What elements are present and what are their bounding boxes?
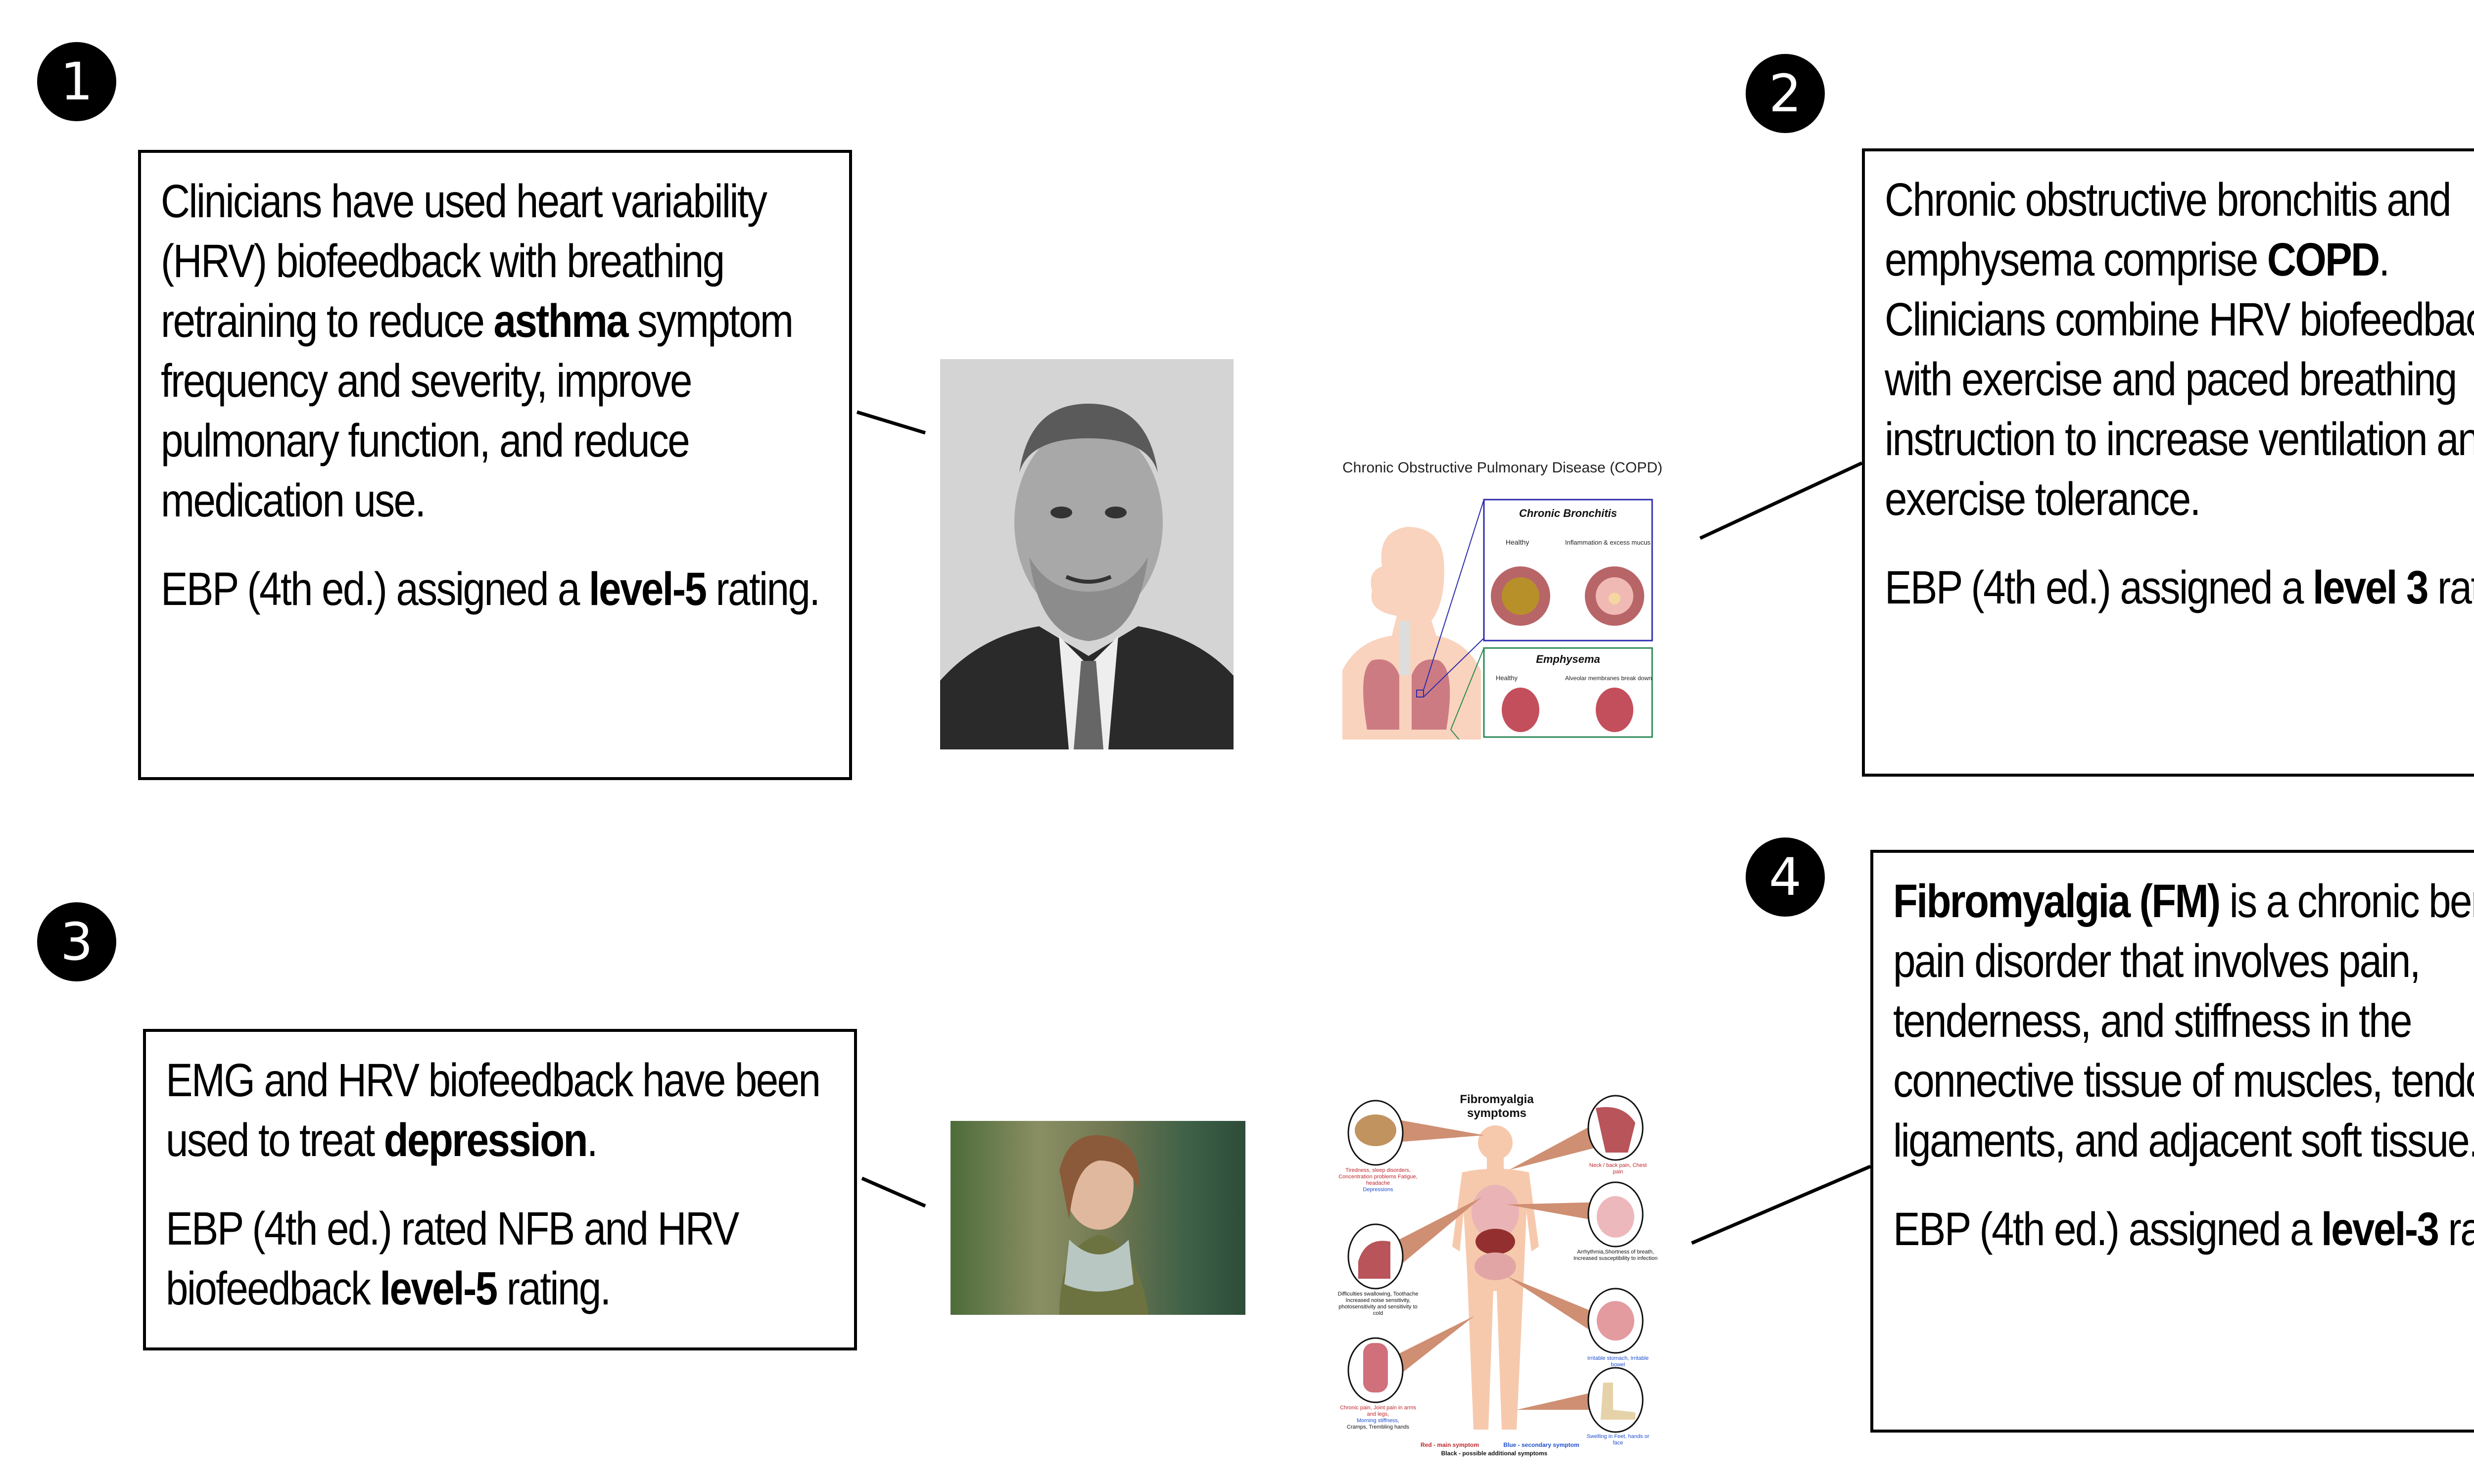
fibro-title-1: Fibromyalgia bbox=[1460, 1093, 1534, 1106]
photo-woman-scarf bbox=[951, 1121, 1245, 1315]
rating-level: level-5 bbox=[589, 563, 707, 615]
right-lung bbox=[1412, 659, 1450, 730]
emphysema-title: Emphysema bbox=[1536, 653, 1600, 665]
rating-level: level 3 bbox=[2313, 561, 2428, 614]
panel-3-rating: EBP (4th ed.) rated NFB and HRV biofeedb… bbox=[166, 1199, 833, 1319]
portrait-illustration bbox=[940, 404, 1234, 749]
damaged-alveoli bbox=[1596, 688, 1633, 732]
trachea bbox=[1399, 621, 1410, 675]
fibromyalgia-symptoms-illustration: Fibromyalgia symptoms bbox=[1336, 1083, 1658, 1459]
text: rating. bbox=[2437, 561, 2474, 614]
connector-line-3 bbox=[861, 1176, 926, 1208]
panel-2-text-box: Chronic obstructive bronchitis and emphy… bbox=[1862, 148, 2474, 777]
panel-1-description: Clinicians have used heart variability (… bbox=[161, 172, 828, 531]
condition-term: depression bbox=[383, 1114, 588, 1166]
rating-level: level-5 bbox=[380, 1262, 498, 1315]
panel-4-text-box: Fibromyalgia (FM) is a chronic benign pa… bbox=[1870, 850, 2474, 1433]
panel-number-badge-1: 1 bbox=[37, 42, 116, 121]
connector-line-4 bbox=[1691, 1164, 1871, 1245]
fibro-label-head-red: Tiredness, sleep disorders, Concentratio… bbox=[1338, 1167, 1418, 1186]
rating-level: level-3 bbox=[2321, 1203, 2439, 1255]
body-figure bbox=[1452, 1125, 1539, 1430]
bronchitis-title: Chronic Bronchitis bbox=[1519, 507, 1617, 519]
text: EMG and HRV biofeedback have been used t… bbox=[166, 1054, 821, 1166]
text: Chronic obstructive bronchitis and emphy… bbox=[1885, 174, 2452, 286]
panel-1-text-box: Clinicians have used heart variability (… bbox=[138, 150, 852, 780]
panel-2-rating: EBP (4th ed.) assigned a level 3 rating. bbox=[1885, 558, 2474, 618]
text: rating. bbox=[2448, 1203, 2474, 1255]
fibro-title-2: symptoms bbox=[1467, 1107, 1526, 1120]
text: . bbox=[586, 1114, 598, 1166]
panel-4-rating: EBP (4th ed.) assigned a level-3 rating. bbox=[1893, 1200, 2474, 1259]
condition-term: asthma bbox=[493, 295, 628, 347]
emphysema-damaged-label: Alveolar membranes break down bbox=[1565, 675, 1652, 682]
fibro-label-muscle-red: Chronic pain, Joint pain in arms and leg… bbox=[1339, 1405, 1417, 1417]
text: EBP (4th ed.) assigned a bbox=[1893, 1203, 2322, 1255]
panel-3-description: EMG and HRV biofeedback have been used t… bbox=[166, 1051, 833, 1170]
woman-figure bbox=[1059, 1135, 1148, 1315]
fibro-label-muscle-blue: Morning stiffness, bbox=[1356, 1418, 1399, 1424]
bronchitis-inflamed-label: Inflammation & excess mucus bbox=[1565, 539, 1651, 546]
fibro-label-head-blue: Depressions bbox=[1363, 1187, 1393, 1193]
copd-title: Chronic Obstructive Pulmonary Disease (C… bbox=[1342, 460, 1663, 476]
text: is a chronic benign pain disorder that i… bbox=[1893, 875, 2474, 1167]
symptom-callouts bbox=[1347, 1095, 1644, 1433]
panel-1-rating: EBP (4th ed.) assigned a level-5 rating. bbox=[161, 559, 828, 619]
fibro-label-throat: Difficulties swallowing, Toothache Incre… bbox=[1337, 1291, 1419, 1316]
text: symptom frequency and severity, improve … bbox=[161, 295, 794, 527]
text: EBP (4th ed.) assigned a bbox=[161, 563, 589, 615]
copd-diagram: Chronic Obstructive Pulmonary Disease (C… bbox=[1342, 460, 1663, 740]
panel-3-text-box: EMG and HRV biofeedback have been used t… bbox=[143, 1029, 857, 1350]
fibro-label-lungs: Arrhythmia,Shortness of breath, Increase… bbox=[1573, 1249, 1658, 1261]
text: Clinicians have used heart variability (… bbox=[161, 175, 767, 347]
brain-icon bbox=[1355, 1114, 1396, 1146]
text: EBP (4th ed.) assigned a bbox=[1885, 561, 2313, 614]
panel-4-description: Fibromyalgia (FM) is a chronic benign pa… bbox=[1893, 872, 2474, 1171]
text: rating. bbox=[706, 563, 820, 615]
portrait-photo-man bbox=[940, 359, 1234, 749]
fibro-label-muscle-black: Cramps, Trembling hands bbox=[1347, 1424, 1409, 1430]
connector-line-2 bbox=[1699, 461, 1863, 540]
copd-illustration: Chronic Obstructive Pulmonary Disease (C… bbox=[1337, 453, 1684, 740]
legend-blue: Blue - secondary symptom bbox=[1503, 1441, 1579, 1448]
connector-line-1 bbox=[856, 410, 926, 435]
fibromyalgia-diagram: Fibromyalgia symptoms bbox=[1337, 1093, 1658, 1457]
panel-number-badge-2: 2 bbox=[1746, 54, 1825, 133]
condition-term: Fibromyalgia (FM) bbox=[1893, 875, 2221, 928]
panel-2-description: Chronic obstructive bronchitis and emphy… bbox=[1885, 170, 2474, 529]
fibro-label-swelling: Swelling in Feet, hands or face bbox=[1586, 1434, 1650, 1446]
text: . Clinicians combine HRV biofeedback wit… bbox=[1885, 233, 2474, 525]
bronchitis-healthy-label: Healthy bbox=[1506, 538, 1529, 546]
text: EBP (4th ed.) rated NFB and HRV biofeedb… bbox=[166, 1203, 739, 1315]
panel-number-badge-4: 4 bbox=[1746, 837, 1825, 917]
left-lung bbox=[1363, 659, 1399, 730]
legend-black: Black - possible additional symptoms bbox=[1441, 1450, 1548, 1457]
legend-red: Red - main symptom bbox=[1421, 1441, 1479, 1448]
fibro-label-stomach: Irritable stomach, Irritable bowel bbox=[1587, 1355, 1649, 1368]
healthy-alveoli bbox=[1502, 688, 1539, 732]
condition-term: COPD bbox=[2267, 233, 2380, 286]
emphysema-healthy-label: Healthy bbox=[1496, 674, 1518, 682]
panel-number-badge-3: 3 bbox=[37, 902, 116, 981]
text: rating. bbox=[496, 1262, 612, 1315]
fibro-label-neck: Neck / back pain, Chest pain bbox=[1589, 1162, 1647, 1175]
